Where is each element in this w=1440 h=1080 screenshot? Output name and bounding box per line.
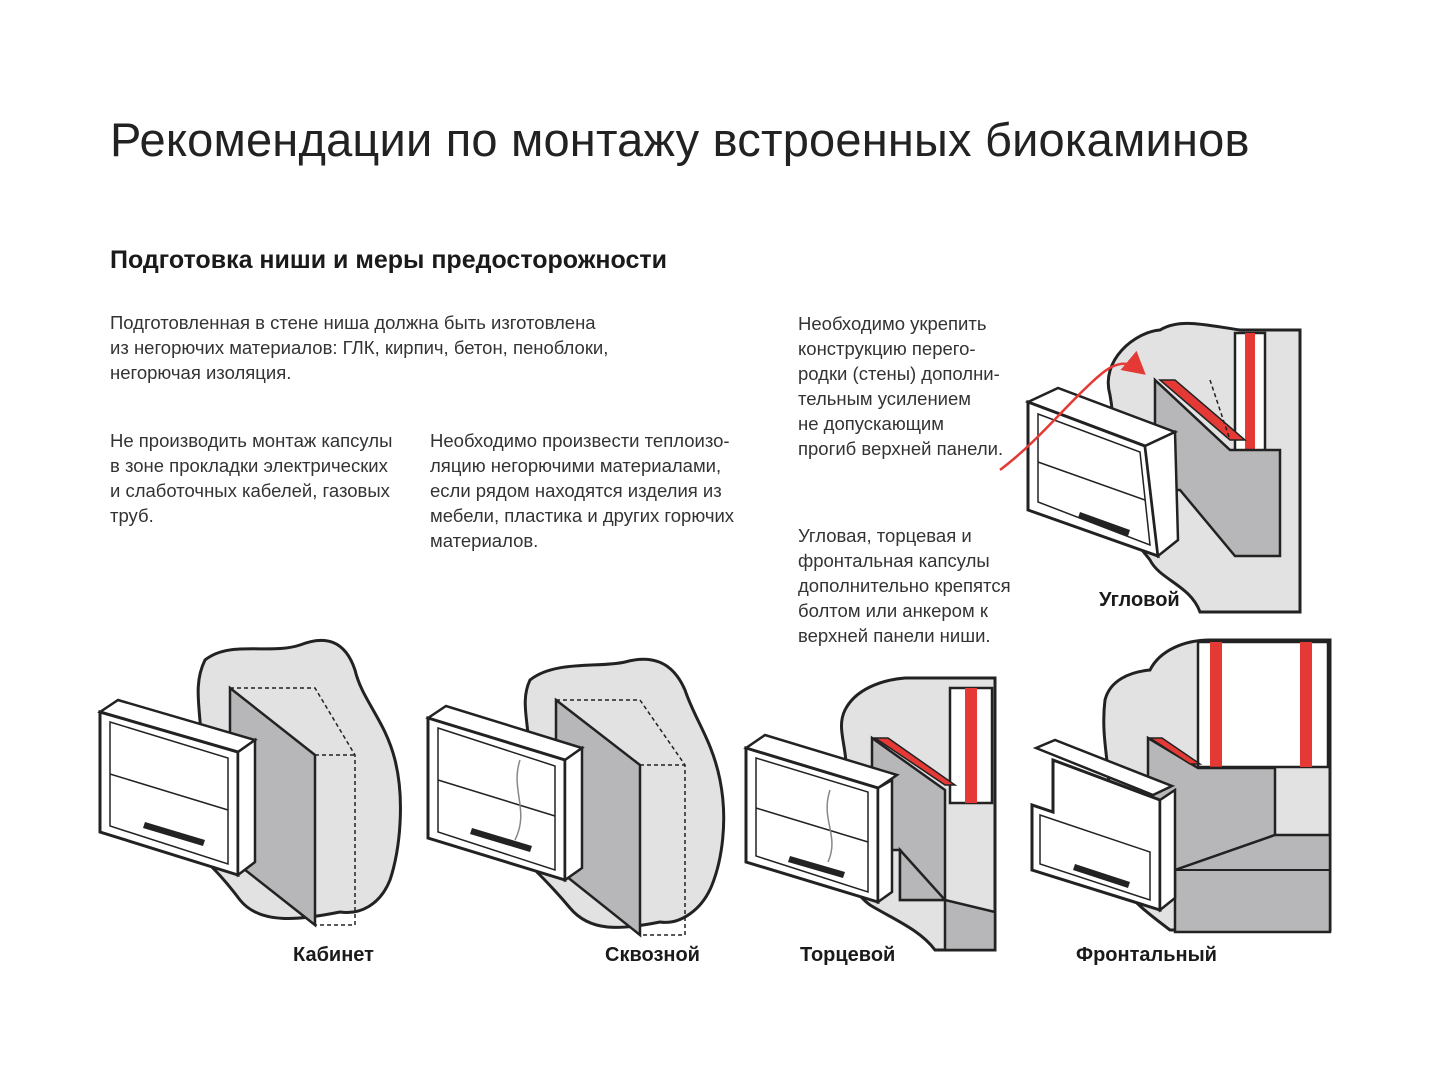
frontal-installation-diagram xyxy=(1030,638,1332,934)
reinforce-note-line: Необходимо укрепить xyxy=(798,313,987,334)
fixing-note-line: дополнительно крепятся xyxy=(798,575,1011,596)
cables-note: Не производить монтаж капсулы в зоне про… xyxy=(110,428,392,528)
through-capsule xyxy=(425,704,585,883)
end-floor-block xyxy=(898,846,997,952)
cabinet-label: Кабинет xyxy=(293,944,374,966)
reinforce-note: Необходимо укрепить конструкцию перего- … xyxy=(798,311,1003,461)
corner-label: Угловой xyxy=(1099,589,1180,611)
fixing-note: Угловая, торцевая и фронтальная капсулы … xyxy=(798,523,1011,648)
frontal-capsule xyxy=(1030,738,1177,913)
intro-line: Подготовленная в стене ниша должна быть … xyxy=(110,312,596,333)
through-installation-diagram xyxy=(425,657,726,938)
through-label: Сквозной xyxy=(605,944,700,966)
end-label: Торцевой xyxy=(800,944,896,966)
cables-note-line: Не производить монтаж капсулы xyxy=(110,430,393,451)
cabinet-capsule xyxy=(97,698,258,878)
insulation-note-line: если рядом находятся изделия из xyxy=(430,480,722,501)
cables-note-line: в зоне прокладки электрических xyxy=(110,455,388,476)
intro-line: из негорючих материалов: ГЛК, кирпич, бе… xyxy=(110,337,609,358)
reinforce-arrow xyxy=(999,350,1146,471)
end-installation-diagram xyxy=(743,676,997,952)
end-capsule xyxy=(743,733,900,905)
intro-paragraph: Подготовленная в стене ниша должна быть … xyxy=(110,310,608,385)
reinforce-note-line: родки (стены) дополни- xyxy=(798,363,1000,384)
cabinet-installation-diagram xyxy=(97,638,402,928)
reinforce-note-line: конструкцию перего- xyxy=(798,338,976,359)
insulation-note-line: ляцию негорючими материалами, xyxy=(430,455,722,476)
fixing-note-line: фронтальная капсулы xyxy=(798,550,990,571)
frontal-floor-block xyxy=(1173,833,1332,934)
intro-line: негорючая изоляция. xyxy=(110,362,292,383)
fixing-note-line: Угловая, торцевая и xyxy=(798,525,972,546)
corner-installation-diagram xyxy=(999,321,1302,614)
fixing-note-line: болтом или анкером к xyxy=(798,600,988,621)
fixing-note-line: верхней панели ниши. xyxy=(798,625,991,646)
page-title: Рекомендации по монтажу встроенных биока… xyxy=(110,113,1250,166)
insulation-note-line: мебели, пластика и других горючих xyxy=(430,505,735,526)
insulation-note: Необходимо произвести теплоизо- ляцию не… xyxy=(430,428,734,553)
section-subtitle: Подготовка ниши и меры предосторожности xyxy=(110,246,667,274)
frontal-label: Фронтальный xyxy=(1076,944,1217,966)
reinforce-note-line: тельным усилением xyxy=(798,388,972,409)
insulation-note-line: материалов. xyxy=(430,530,539,551)
reinforce-note-line: не допускающим xyxy=(798,413,944,434)
corner-capsule xyxy=(1024,386,1180,559)
cables-note-line: и слаботочных кабелей, газовых xyxy=(110,480,390,501)
insulation-note-line: Необходимо произвести теплоизо- xyxy=(430,430,730,451)
cables-note-line: труб. xyxy=(110,505,154,526)
reinforce-note-line: прогиб верхней панели. xyxy=(798,438,1004,459)
